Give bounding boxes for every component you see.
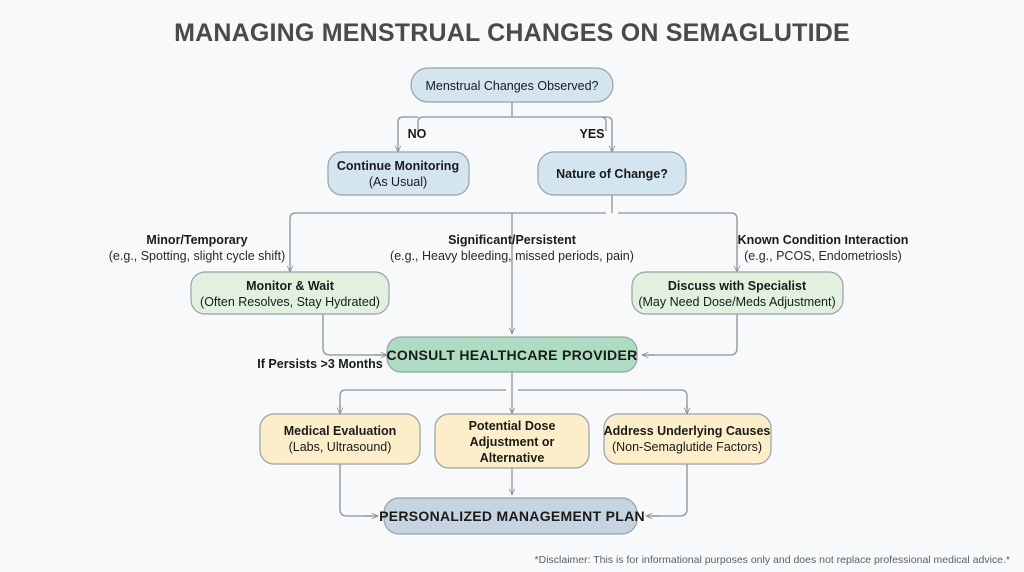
node-continue-monitoring-shape[interactable] <box>327 151 470 196</box>
node-consult-healthcare-provider-shape[interactable] <box>386 336 638 373</box>
node-monitor-and-wait-shape[interactable] <box>190 271 390 315</box>
node-potential-dose-adjustment-shape[interactable] <box>434 413 590 469</box>
edge-label-yes: YES <box>579 127 604 141</box>
node-monitor-and-wait-line2: (Often Resolves, Stay Hydrated) <box>200 295 380 309</box>
edge-bus-start <box>417 116 607 131</box>
node-consult-healthcare-provider[interactable]: CONSULT HEALTHCARE PROVIDER <box>386 336 638 373</box>
edge-bus-right <box>618 212 738 268</box>
node-nature-of-change-shape[interactable] <box>537 151 687 196</box>
node-start-label: Menstrual Changes Observed? <box>425 79 598 93</box>
connector-layer <box>290 101 737 516</box>
node-nature-of-change-label: Nature of Change? <box>556 167 668 181</box>
node-potential-dose-line3: Alternative <box>480 451 545 465</box>
edge-bus-left <box>289 212 606 268</box>
edge-no-elbow <box>397 116 418 131</box>
node-discuss-with-specialist-line1: Discuss with Specialist <box>668 279 807 293</box>
branch-label-known-condition: Known Condition Interaction (e.g., PCOS,… <box>738 233 909 263</box>
node-start[interactable]: Menstrual Changes Observed? <box>410 67 614 103</box>
edge-label-if-persists: If Persists >3 Months <box>257 357 382 371</box>
page-title: MANAGING MENSTRUAL CHANGES ON SEMAGLUTID… <box>174 19 850 47</box>
node-medical-evaluation-line1: Medical Evaluation <box>284 424 397 438</box>
node-monitor-and-wait-line1: Monitor & Wait <box>246 279 335 293</box>
node-start-shape[interactable] <box>410 67 614 103</box>
branch-known-title: Known Condition Interaction <box>738 233 909 247</box>
edge-address-to-plan <box>652 464 688 517</box>
node-discuss-with-specialist-line2: (May Need Dose/Meds Adjustment) <box>638 295 835 309</box>
edge-monitor-to-consult <box>322 314 381 356</box>
branch-label-significant-persistent: Significant/Persistent (e.g., Heavy blee… <box>390 233 634 263</box>
node-potential-dose-line2: Adjustment or <box>470 435 555 449</box>
node-medical-evaluation[interactable]: Medical Evaluation (Labs, Ultrasound) <box>259 413 421 465</box>
node-continue-monitoring-line2: (As Usual) <box>369 175 427 189</box>
node-nature-of-change[interactable]: Nature of Change? <box>537 151 687 196</box>
branch-minor-title: Minor/Temporary <box>146 233 247 247</box>
node-medical-evaluation-line2: (Labs, Ultrasound) <box>289 440 392 454</box>
node-monitor-and-wait[interactable]: Monitor & Wait (Often Resolves, Stay Hyd… <box>190 271 390 315</box>
edge-medical-to-plan <box>339 464 372 517</box>
edge-label-no: NO <box>408 127 427 141</box>
disclaimer-text: *Disclaimer: This is for informational p… <box>535 554 1010 566</box>
node-address-underlying-causes-shape[interactable] <box>603 413 772 465</box>
branch-minor-subtitle: (e.g., Spotting, slight cycle shift) <box>109 249 285 263</box>
node-personalized-management-plan[interactable]: PERSONALIZED MANAGEMENT PLAN <box>379 497 645 535</box>
node-address-underlying-causes-line2: (Non-Semaglutide Factors) <box>612 440 762 454</box>
node-potential-dose-adjustment[interactable]: Potential Dose Adjustment or Alternative <box>434 413 590 469</box>
node-personalized-management-plan-shape[interactable] <box>383 497 638 535</box>
node-medical-evaluation-shape[interactable] <box>259 413 421 465</box>
branch-known-subtitle: (e.g., PCOS, Endometriosls) <box>744 249 902 263</box>
node-address-underlying-causes[interactable]: Address Underlying Causes (Non-Semagluti… <box>603 413 772 465</box>
branch-significant-title: Significant/Persistent <box>448 233 577 247</box>
node-continue-monitoring-line1: Continue Monitoring <box>337 159 459 173</box>
branch-label-minor-temporary: Minor/Temporary (e.g., Spotting, slight … <box>109 233 285 263</box>
edge-yes-elbow <box>601 116 613 131</box>
branch-significant-subtitle: (e.g., Heavy bleeding, missed periods, p… <box>390 249 634 263</box>
node-personalized-management-plan-label: PERSONALIZED MANAGEMENT PLAN <box>379 508 645 524</box>
node-discuss-with-specialist[interactable]: Discuss with Specialist (May Need Dose/M… <box>631 271 844 315</box>
node-continue-monitoring[interactable]: Continue Monitoring (As Usual) <box>327 151 470 196</box>
edge-consult-bus-left <box>339 389 506 408</box>
node-potential-dose-line1: Potential Dose <box>469 419 556 433</box>
node-discuss-with-specialist-shape[interactable] <box>631 271 844 315</box>
node-consult-healthcare-provider-label: CONSULT HEALTHCARE PROVIDER <box>386 347 637 363</box>
edge-discuss-to-consult <box>648 314 738 356</box>
node-address-underlying-causes-line1: Address Underlying Causes <box>604 424 771 438</box>
edge-consult-bus-right <box>518 389 688 408</box>
